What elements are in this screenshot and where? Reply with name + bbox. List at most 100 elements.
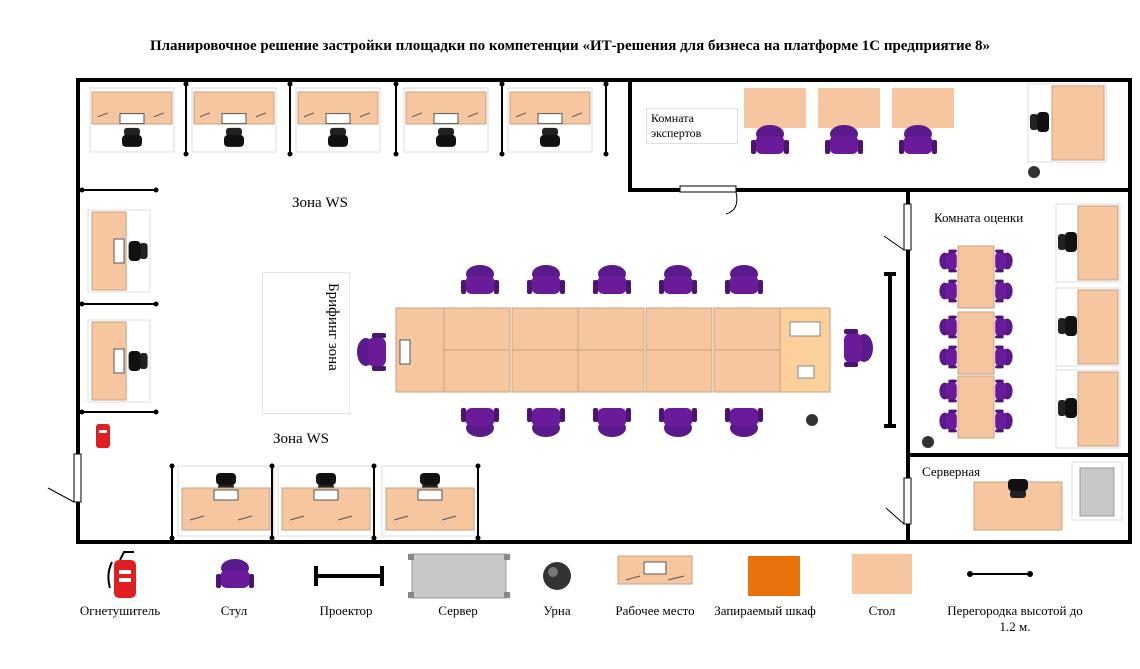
extinguisher	[96, 424, 110, 448]
partition-top-3-end-a	[393, 81, 399, 87]
legend-server-icon	[408, 553, 510, 599]
ws-bottom-1-keyboard	[189, 515, 253, 521]
briefing-head-monitor	[399, 339, 411, 365]
briefing-end-phone	[797, 365, 815, 379]
briefing-table-top-1	[443, 307, 511, 351]
ws-bottom-3-monitor	[417, 489, 443, 501]
ws-top-1-chair	[122, 127, 142, 147]
assessment-chair-3a	[939, 379, 957, 403]
experts-table-1	[744, 88, 806, 128]
page-title: Планировочное решение застройки площадки…	[149, 38, 991, 54]
experts-ws-chair	[1030, 112, 1049, 132]
ws-top-3-chair	[328, 127, 348, 147]
entrance-door-swing	[47, 487, 75, 503]
assessment-ws-3-desk	[1077, 371, 1119, 447]
briefing-chair-bottom-4	[659, 408, 697, 437]
server-room-chair	[1008, 479, 1028, 498]
assessment-chair-3c	[995, 379, 1013, 403]
ws-left-1-monitor	[113, 238, 125, 264]
assessment-room-label: Комната оценки	[934, 210, 1054, 226]
briefing-end-chair	[844, 329, 873, 367]
experts-chair-1	[751, 125, 789, 154]
server-door	[903, 477, 912, 525]
partition-left-3-end-a	[79, 409, 85, 415]
partition-bottom-4-end-a	[475, 463, 481, 469]
partition-left-2-end-b	[153, 301, 159, 307]
assessment-chair-1c	[995, 249, 1013, 273]
partition-bottom-1-end-b	[169, 535, 175, 541]
legend-chair-label: Стул	[220, 603, 248, 618]
partition-top-5-end-b	[603, 151, 609, 157]
assessment-table-2	[957, 311, 995, 375]
server-room-label: Серверная	[922, 464, 1002, 480]
assessment-chair-2b	[939, 345, 957, 369]
briefing-zone: Брифинг зона	[262, 272, 350, 414]
legend-locker-label: Запираемый шкаф	[714, 603, 816, 618]
briefing-chair-top-5	[725, 265, 763, 294]
partition-top-5-end-a	[603, 81, 609, 87]
experts-ws-desk	[1051, 85, 1105, 161]
partition-left-3-end-b	[153, 409, 159, 415]
ws-top-1-keyboard	[97, 112, 165, 118]
assessment-chair-1a	[939, 249, 957, 273]
ws-left-1-chair	[128, 241, 148, 261]
partition-left-1-end-a	[79, 187, 85, 193]
briefing-table-bottom-2	[511, 349, 579, 393]
legend-chair-icon	[216, 559, 254, 588]
legend-projector-icon	[314, 566, 384, 586]
ws-top-2-monitor	[221, 113, 247, 125]
briefing-chair-top-4	[659, 265, 697, 294]
assessment-chair-2d	[995, 345, 1013, 369]
partition-top-2-end-a	[287, 81, 293, 87]
briefing-chair-top-1	[461, 265, 499, 294]
partition-top-1-end-b	[183, 151, 189, 157]
outer-wall	[76, 78, 1132, 544]
briefing-table-bottom-4	[645, 349, 713, 393]
assessment-door-swing	[883, 235, 905, 251]
partition-top-2-end-b	[287, 151, 293, 157]
ws-top-4-chair	[436, 127, 456, 147]
experts-room-wall	[628, 78, 1132, 192]
projector-end-b	[884, 424, 896, 428]
bin-briefing	[806, 414, 818, 426]
assessment-chair-3b	[939, 409, 957, 433]
partition-bottom-2-end-b	[269, 535, 275, 541]
legend-locker-icon	[748, 556, 800, 596]
legend-table-icon	[852, 554, 912, 594]
experts-chair-2	[825, 125, 863, 154]
experts-room-label: Комната экспертов	[646, 108, 738, 144]
extinguisher-band	[99, 430, 107, 433]
partition-bottom-3-end-a	[371, 463, 377, 469]
assessment-chair-2a	[939, 315, 957, 339]
ws-top-2-chair	[224, 127, 244, 147]
partition-top-4-end-b	[499, 151, 505, 157]
zone-ws-bottom-label: Зона WS	[256, 424, 346, 454]
experts-table-2	[818, 88, 880, 128]
partition-top-4-end-a	[499, 81, 505, 87]
ws-top-5-chair	[540, 127, 560, 147]
assessment-ws-3-chair	[1058, 398, 1077, 418]
briefing-table-bottom-1	[443, 349, 511, 393]
ws-bottom-2-keyboard	[289, 515, 353, 521]
briefing-end-device	[789, 321, 821, 337]
server-rack	[1079, 467, 1115, 517]
ws-top-4-monitor	[433, 113, 459, 125]
briefing-table-top-4	[645, 307, 713, 351]
briefing-zone-label: Брифинг зона	[325, 283, 341, 371]
ws-bottom-3-keyboard	[393, 515, 457, 521]
server-door-swing	[885, 507, 905, 525]
experts-chair-3	[899, 125, 937, 154]
ws-left-2-chair	[128, 351, 148, 371]
partition-top-3-end-b	[393, 151, 399, 157]
assessment-chair-1b	[939, 279, 957, 303]
briefing-chair-bottom-2	[527, 408, 565, 437]
partition-top-1-end-a	[183, 81, 189, 87]
projector-end-a	[884, 272, 896, 276]
assessment-table-1	[957, 245, 995, 309]
ws-top-3-monitor	[325, 113, 351, 125]
ws-bottom-1-monitor	[213, 489, 239, 501]
briefing-table-top-3	[577, 307, 645, 351]
assessment-chair-1d	[995, 279, 1013, 303]
ws-top-5-monitor	[537, 113, 563, 125]
assessment-chair-2c	[995, 315, 1013, 339]
